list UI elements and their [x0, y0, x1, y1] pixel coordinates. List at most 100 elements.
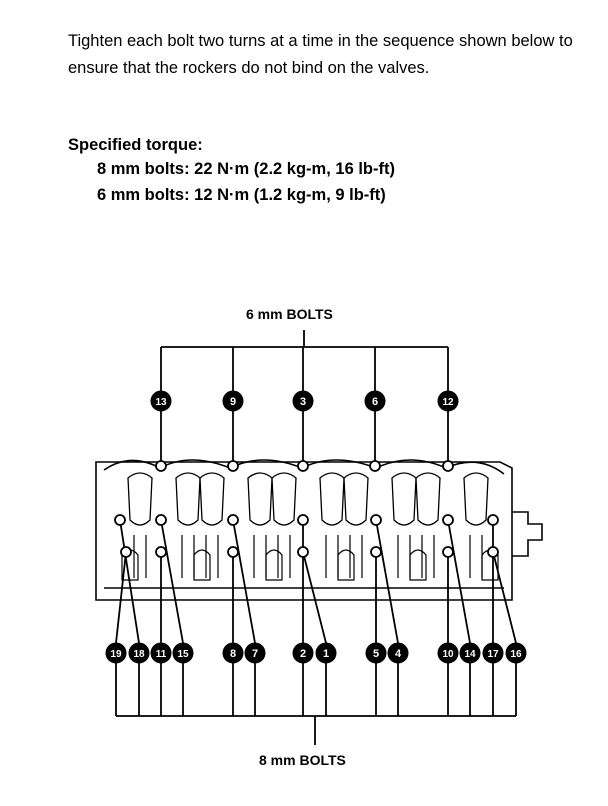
- bottom-bolt-badge-4: 15: [172, 642, 194, 664]
- rocker-shaft-3: [205, 535, 219, 578]
- bottom-bolt-badge-9-circle: [365, 642, 387, 664]
- bottom-bolt-hole-7: [297, 514, 309, 526]
- rocker-arm-9: [415, 472, 441, 526]
- rocker-arm-6: [319, 472, 345, 526]
- bottom-bolt-badge-10-number: 4: [395, 648, 402, 660]
- top-bolt-badge-4: 6: [364, 390, 386, 412]
- top-bolt-badge-2: 9: [222, 390, 244, 412]
- bottom-bolt-leader-1: [115, 551, 127, 644]
- top-bolt-badge-5: 12: [437, 390, 459, 412]
- leader-lines: [115, 330, 517, 745]
- bottom-bolt-hole-12: [442, 514, 454, 526]
- bottom-bolt-hole-9: [370, 546, 382, 558]
- top-bolt-badge-3: 3: [292, 390, 314, 412]
- bottom-bolt-badge-13: 17: [482, 642, 504, 664]
- bottom-bolt-badge-4-number: 15: [177, 649, 189, 660]
- bottom-bolt-leader-10: [375, 519, 399, 644]
- top-bolt-hole-5: [442, 460, 454, 472]
- bolt-holes: [114, 460, 499, 558]
- rocker-arm-7: [343, 472, 369, 526]
- rocker-shaft-7: [349, 535, 363, 578]
- rocker-shaft-2: [181, 535, 195, 578]
- bottom-bolt-badge-5-circle: [222, 642, 244, 664]
- bottom-bolt-badge-1-circle: [105, 642, 127, 664]
- bottom-bolt-badge-4-circle: [172, 642, 194, 664]
- torque-8mm: 8 mm bolts: 22 N·m (2.2 kg-m, 16 lb-ft): [97, 160, 395, 178]
- bottom-bolt-hole-2: [114, 514, 126, 526]
- rocker-shaft-1: [133, 535, 147, 578]
- bottom-bolt-badge-8-number: 1: [323, 648, 329, 660]
- rocker-shaft-10: [469, 535, 483, 578]
- bottom-bolt-hole-5: [227, 546, 239, 558]
- bottom-bolt-badge-14: 16: [505, 642, 527, 664]
- top-bolt-hole-4: [369, 460, 381, 472]
- top-bolt-badge-4-circle: [364, 390, 386, 412]
- bottom-bolt-badge-13-circle: [482, 642, 504, 664]
- top-bolt-hole-3: [297, 460, 309, 472]
- rocker-shaft-5: [277, 535, 291, 578]
- bottom-bolt-badge-11-number: 10: [442, 649, 454, 660]
- top-bolt-badge-2-number: 9: [230, 396, 236, 408]
- rocker-arm-5: [271, 472, 297, 526]
- torque-title: Specified torque:: [68, 136, 203, 154]
- bottom-bolt-leader-2: [119, 519, 140, 644]
- rocker-arm-4: [247, 472, 273, 526]
- top-bolt-badge-3-number: 3: [300, 396, 306, 408]
- bottom-bolt-badge-6-circle: [244, 642, 266, 664]
- bottom-bolt-leader-12: [447, 519, 471, 644]
- head-end-bracket: [512, 511, 543, 557]
- head-outer-edge: [95, 461, 513, 601]
- bottom-bolt-badge-12-circle: [459, 642, 481, 664]
- top-bolt-badge-1-circle: [150, 390, 172, 412]
- bottom-bolt-badge-12: 14: [459, 642, 481, 664]
- top-bolt-hole-1: [155, 460, 167, 472]
- rocker-shaft-9: [421, 535, 435, 578]
- top-bolt-badge-2-circle: [222, 390, 244, 412]
- bottom-bolt-leader-14: [492, 551, 517, 644]
- bottom-bolt-hole-14: [487, 546, 499, 558]
- bottom-bolt-hole-3: [155, 546, 167, 558]
- rocker-arm-1: [127, 472, 153, 526]
- bottom-bolt-badge-10: 4: [387, 642, 409, 664]
- bottom-bolt-badge-5-number: 8: [230, 648, 236, 660]
- bottom-bolt-badge-13-number: 17: [487, 649, 499, 660]
- bottom-bolt-badge-3: 11: [150, 642, 172, 664]
- bottom-bolt-badge-8-circle: [315, 642, 337, 664]
- bottom-bolt-badge-11-circle: [437, 642, 459, 664]
- bottom-bolt-badge-9: 5: [365, 642, 387, 664]
- bottom-bolt-badge-14-number: 16: [510, 649, 522, 660]
- bottom-bolt-badge-3-circle: [150, 642, 172, 664]
- bottom-bolt-badge-14-circle: [505, 642, 527, 664]
- bottom-bolt-badge-5: 8: [222, 642, 244, 664]
- rocker-shaft-6: [325, 535, 339, 578]
- bottom-bolt-badge-12-number: 14: [464, 649, 476, 660]
- bottom-bolt-hole-4: [155, 514, 167, 526]
- top-bolt-badge-5-circle: [437, 390, 459, 412]
- top-bolt-badge-1-number: 13: [155, 397, 167, 408]
- bottom-bolt-hole-8: [297, 546, 309, 558]
- bottom-bolt-badge-1: 19: [105, 642, 127, 664]
- label-8mm-bolts: 8 mm BOLTS: [259, 752, 346, 768]
- rocker-arm-2: [175, 472, 201, 526]
- bottom-bolt-badge-7-number: 2: [300, 648, 306, 660]
- bottom-bolt-badge-8: 1: [315, 642, 337, 664]
- bottom-bolt-badge-11: 10: [437, 642, 459, 664]
- bottom-bolt-badge-10-circle: [387, 642, 409, 664]
- instruction-text: Tighten each bolt two turns at a time in…: [68, 32, 573, 77]
- bottom-bolt-badge-6-number: 7: [252, 648, 258, 660]
- rocker-shaft-8: [397, 535, 411, 578]
- label-6mm-bolts: 6 mm BOLTS: [246, 306, 333, 322]
- top-bolt-badge-3-circle: [292, 390, 314, 412]
- rocker-arm-8: [391, 472, 417, 526]
- spring-seat-2: [193, 549, 211, 581]
- bottom-bolt-badge-2-number: 18: [133, 649, 145, 660]
- rocker-arm-3: [199, 472, 225, 526]
- bottom-bolt-badge-7: 2: [292, 642, 314, 664]
- bottom-bolt-hole-6: [227, 514, 239, 526]
- bottom-bolt-leader-8: [302, 551, 327, 644]
- bottom-bolt-hole-10: [370, 514, 382, 526]
- spring-seat-3: [265, 549, 283, 581]
- rocker-arm-10: [463, 472, 489, 526]
- bottom-bolt-badge-6: 7: [244, 642, 266, 664]
